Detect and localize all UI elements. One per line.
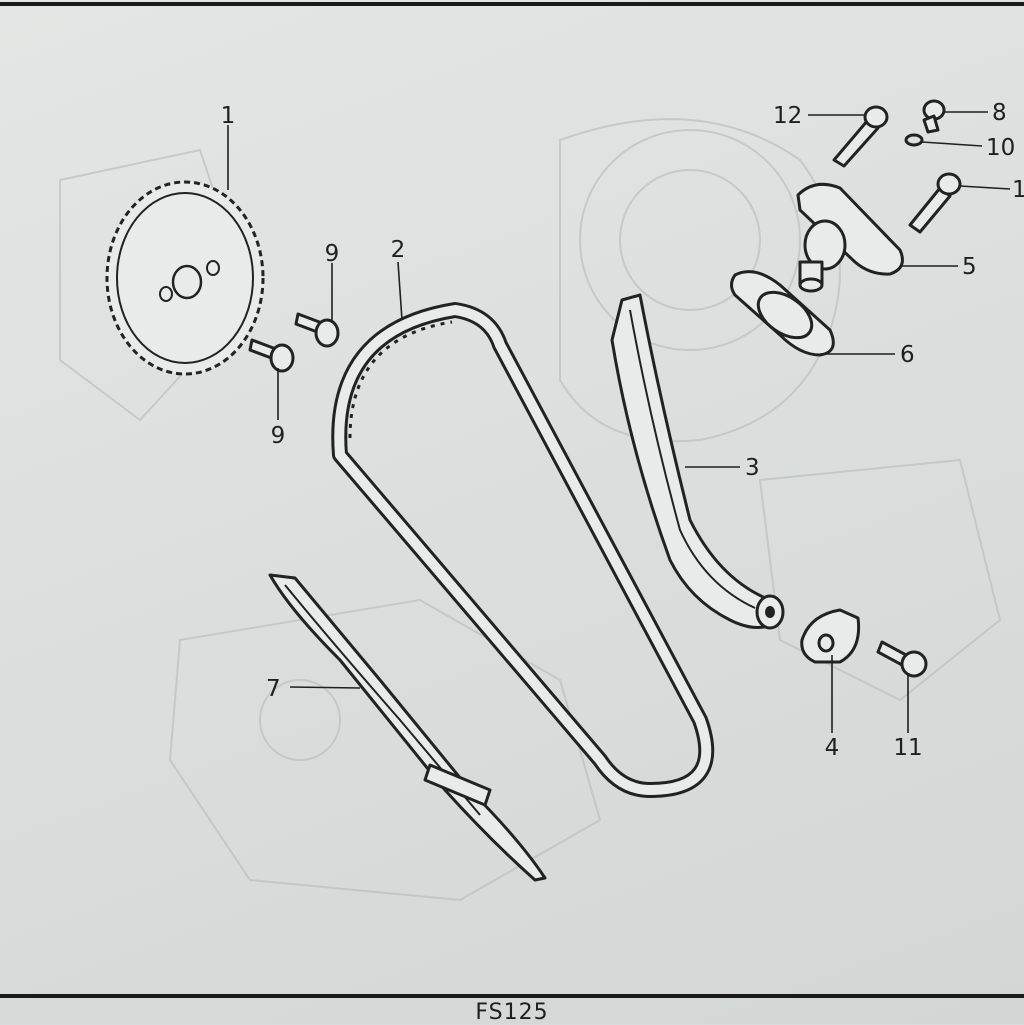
sprocket-bolt-lower — [248, 338, 295, 373]
cam-chain — [331, 302, 715, 798]
callout-7-chain-guide: 7 — [266, 676, 281, 702]
callout-9-bolt-lower: 9 — [271, 423, 286, 449]
callout-1-tensioner-bolt: 1 — [1012, 177, 1024, 203]
callout-5-tensioner: 5 — [962, 254, 977, 280]
bracket-bolt — [876, 640, 928, 678]
callout-3-tensioner-guide: 3 — [745, 455, 760, 481]
callout-1-sprocket: 1 — [221, 103, 236, 129]
tensioner-bolt-long — [832, 105, 889, 168]
callout-8-sealing-bolt: 8 — [992, 100, 1007, 126]
callout-9-bolt-upper: 9 — [325, 241, 340, 267]
model-code-footer: FS125 — [475, 1000, 549, 1025]
o-ring — [904, 133, 924, 147]
callout-12-long-bolt: 12 — [773, 103, 802, 129]
callout-6-gasket: 6 — [900, 342, 915, 368]
callout-11-bracket-bolt: 11 — [893, 735, 922, 761]
callout-4-bracket: 4 — [825, 735, 840, 761]
cam-sprocket — [105, 180, 265, 376]
callout-labels: 1 2 3 4 5 6 7 8 9 9 10 11 12 1 — [221, 100, 1024, 761]
callout-2-chain: 2 — [391, 237, 406, 263]
cam-chain-tensioner — [796, 182, 904, 293]
sprocket-bolt-upper — [294, 312, 340, 348]
tensioner-guide — [610, 293, 785, 630]
tensioner-bolt-short — [908, 172, 962, 234]
guide-bracket — [800, 608, 861, 664]
leader-lines — [227, 111, 1011, 733]
chain-guide — [268, 573, 547, 882]
sealing-bolt — [922, 99, 946, 134]
tensioner-gasket — [730, 270, 835, 357]
callout-10-o-ring: 10 — [986, 135, 1015, 161]
